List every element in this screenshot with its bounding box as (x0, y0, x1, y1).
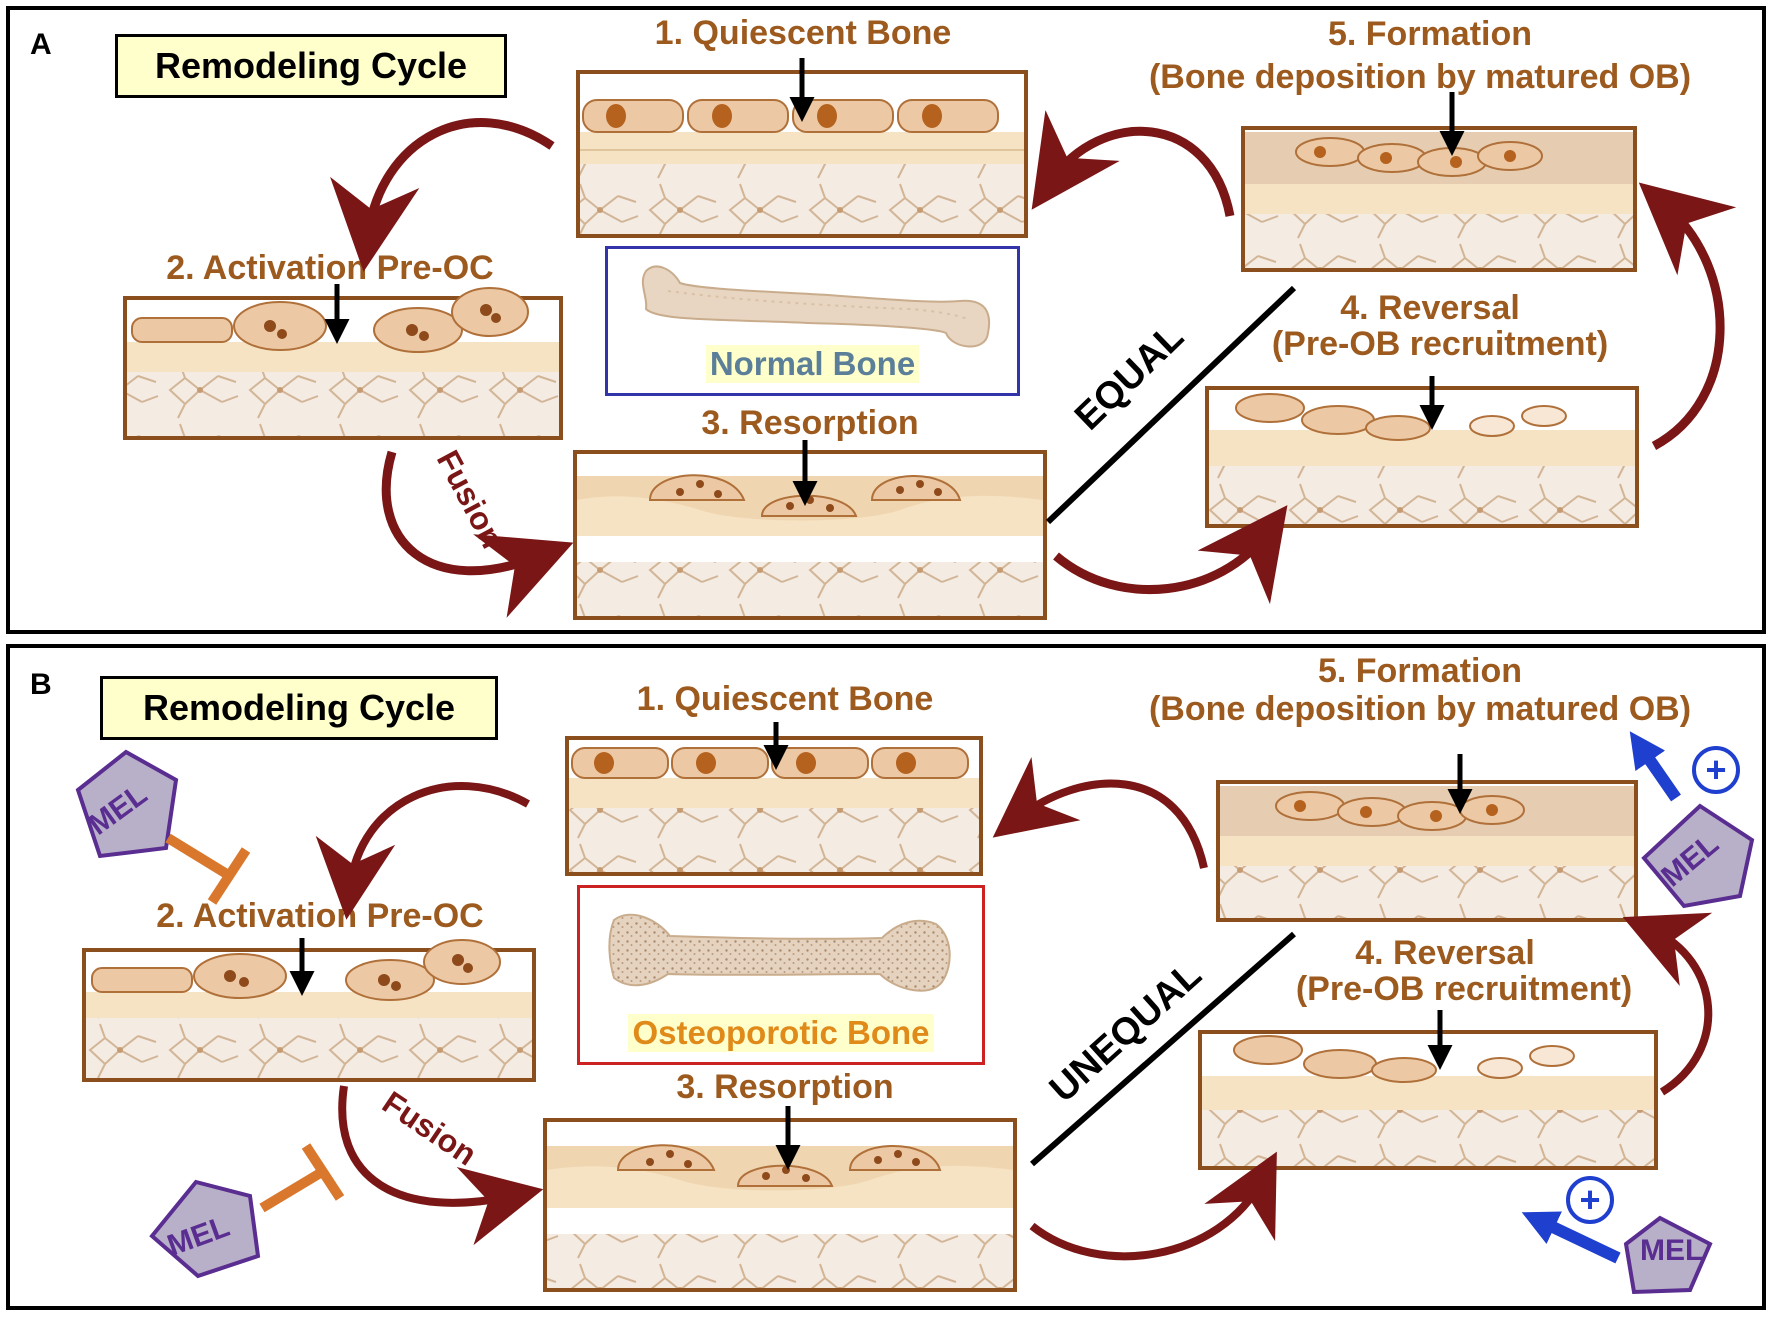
osteoporotic-bone-illustration (608, 913, 951, 992)
panel-a-step2-label: 2. Activation Pre-OC (166, 249, 494, 287)
panel-b-step5-line1: 5. Formation (1317, 652, 1523, 690)
panel-b-step2-label: 2. Activation Pre-OC (156, 897, 484, 935)
panel-a-normal-bone-box: Normal Bone (605, 246, 1020, 396)
panel-b-step1-label: 1. Quiescent Bone (636, 680, 934, 718)
panel-a-step5-line1: 5. Formation (1327, 15, 1533, 53)
panel-a-step4-line1: 4. Reversal (1340, 289, 1520, 327)
panel-b-step4-line2: (Pre-OB recruitment) (1295, 970, 1633, 1008)
panel-a-step5-line2: (Bone deposition by matured OB) (1148, 58, 1692, 96)
panel-a-cycle-title: Remodeling Cycle (115, 34, 507, 98)
panel-a-step4-line2: (Pre-OB recruitment) (1271, 325, 1609, 363)
panel-a-bone-caption: Normal Bone (705, 345, 920, 383)
panel-a-letter: A (30, 28, 52, 61)
normal-bone-illustration (641, 265, 991, 348)
panel-b-osteoporotic-bone-box: Osteoporotic Bone (577, 885, 985, 1065)
panel-b-cycle-title: Remodeling Cycle (100, 676, 498, 740)
panel-b-bone-caption: Osteoporotic Bone (628, 1014, 934, 1052)
panel-b-step3-label: 3. Resorption (676, 1068, 894, 1106)
panel-a-step1-label: 1. Quiescent Bone (654, 14, 952, 52)
panel-a-step3-label: 3. Resorption (701, 404, 919, 442)
panel-b-letter: B (30, 668, 52, 701)
panel-b-step4-line1: 4. Reversal (1355, 934, 1535, 972)
panel-b-step5-line2: (Bone deposition by matured OB) (1148, 690, 1692, 728)
